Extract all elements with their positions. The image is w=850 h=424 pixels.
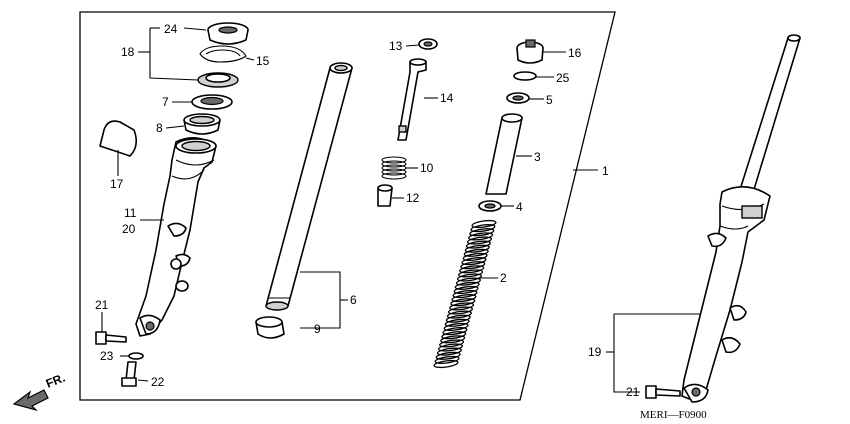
spring-coil	[455, 277, 481, 286]
part-17-guard	[99, 120, 138, 157]
part-25-oring	[513, 71, 537, 81]
spring-coil	[458, 269, 484, 278]
callout-4: 4	[516, 200, 523, 214]
callout-23: 23	[100, 349, 114, 363]
callout-12: 12	[406, 191, 420, 205]
spring-coil	[456, 273, 483, 282]
spring-coil	[442, 327, 468, 336]
spring-coil	[454, 281, 480, 290]
spring-coil	[435, 351, 461, 360]
callout-7: 7	[162, 95, 169, 109]
direction-label: FR.	[44, 371, 67, 391]
fork-complete-assembly	[645, 34, 801, 403]
forward-arrow-icon	[12, 389, 49, 412]
spring-coil	[453, 285, 479, 294]
part-6-inner-tube	[265, 67, 353, 307]
callout-2: 2	[500, 271, 507, 285]
callout-labels: 24 15 18 7 8 17 11 20 21 23 22 13 14 10 …	[95, 22, 640, 399]
fork-spring-stack	[433, 39, 544, 369]
spring-coil	[440, 335, 466, 344]
part-21-bolt-right	[645, 385, 681, 399]
part-8-bushing	[183, 113, 221, 135]
spring-coil	[449, 302, 475, 311]
spring-coil	[450, 298, 476, 307]
callout-25: 25	[556, 71, 570, 85]
callout-22: 22	[151, 375, 165, 389]
callout-5: 5	[546, 93, 553, 107]
callout-21-left: 21	[95, 298, 109, 312]
part-3-spacer	[485, 113, 523, 195]
part-24-seal	[207, 22, 249, 45]
spring-coil	[447, 306, 474, 315]
spring-coil	[459, 265, 485, 274]
spring-coil	[461, 257, 487, 266]
spring-coil	[463, 248, 489, 257]
part-12-piece	[377, 184, 393, 207]
part-2-spring	[433, 219, 497, 369]
callout-15: 15	[256, 54, 270, 68]
part-22-bolt	[121, 361, 137, 387]
spring-coil	[462, 252, 488, 261]
spring-coil	[465, 240, 491, 249]
spring-coil	[451, 294, 477, 303]
spring-coil	[471, 219, 497, 229]
callout-17: 17	[110, 177, 124, 191]
callout-16: 16	[568, 46, 582, 60]
spring-coil	[464, 244, 490, 253]
spring-coil	[469, 228, 495, 237]
callout-9: 9	[314, 322, 321, 336]
fork-slider-assembly	[95, 22, 249, 387]
callout-10: 10	[420, 161, 434, 175]
part-4-washer	[478, 200, 502, 212]
assembly-frame	[79, 11, 616, 401]
callout-18: 18	[121, 45, 135, 59]
callout-20: 20	[122, 222, 136, 236]
spring-coil	[441, 331, 467, 340]
spring-coil	[470, 224, 496, 233]
part-10-spring	[381, 156, 407, 180]
fork-damper-parts	[377, 38, 438, 207]
spring-coil	[466, 236, 493, 245]
callout-19: 19	[588, 345, 602, 359]
part-5-collar	[506, 92, 530, 104]
forward-direction-indicator: FR.	[12, 371, 67, 412]
part-21-bolt-left	[95, 331, 127, 345]
diagram-code: MERI—F0900	[640, 409, 707, 421]
spring-coil	[452, 289, 478, 299]
part-16-cap	[516, 39, 544, 64]
callout-6: 6	[350, 293, 357, 307]
spring-coil	[444, 318, 470, 327]
part-9-bushing	[255, 316, 285, 339]
fork-inner-tube	[255, 62, 353, 339]
spring-coil	[437, 343, 464, 352]
spring-coil	[468, 232, 494, 241]
spring-coil	[445, 314, 471, 323]
spring-coil	[446, 310, 472, 319]
callout-1: 1	[602, 164, 609, 178]
spring-coil	[436, 347, 462, 356]
callout-14: 14	[440, 91, 454, 105]
part-18-ring	[197, 72, 239, 88]
leader-lines	[101, 27, 700, 393]
callout-24: 24	[164, 22, 178, 36]
spring-coil	[439, 339, 465, 348]
part-14-rod	[397, 58, 427, 141]
part-23-washer	[128, 352, 144, 360]
callout-21-right: 21	[626, 385, 640, 399]
spring-coil	[434, 355, 460, 364]
part-11-20-slider	[135, 137, 217, 337]
callout-11: 11	[124, 206, 137, 220]
part-13-ring	[418, 38, 438, 50]
spring-coil	[460, 261, 486, 270]
part-7-washer	[191, 94, 233, 110]
part-15-clip	[199, 45, 247, 63]
spring-coil	[433, 359, 459, 369]
callout-8: 8	[156, 121, 163, 135]
callout-13: 13	[389, 39, 403, 53]
spring-coil	[443, 322, 469, 331]
callout-3: 3	[534, 150, 541, 164]
